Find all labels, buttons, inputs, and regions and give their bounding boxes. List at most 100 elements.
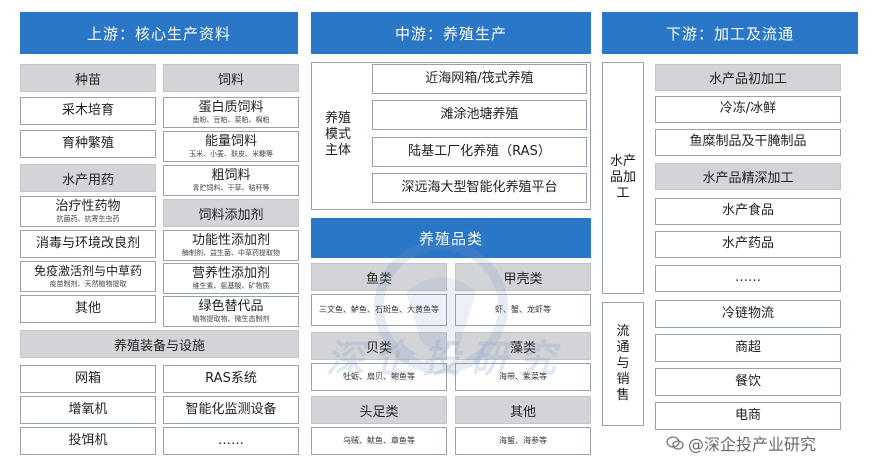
additive-item: 营养性添加剂 维生素、氨基酸、矿物质 <box>163 263 299 294</box>
additive-item-sub: 维生素、氨基酸、矿物质 <box>192 282 270 291</box>
species-desc-text: 海蜇、海参等 <box>499 436 547 446</box>
circulation-label-text: 流通与销售 <box>616 324 630 403</box>
processing-item: 鱼糜制品及干腌制品 <box>655 129 841 156</box>
seed-item: 育种繁殖 <box>20 130 156 158</box>
processing-item-label: 鱼糜制品及干腌制品 <box>689 134 807 150</box>
drug-item: 治疗性药物 抗菌药、抗寄生虫药 <box>20 196 156 227</box>
mode-label: 养殖模式主体 <box>316 100 360 170</box>
feed-item-sub: 鱼粉、豆粕、菜粕、棉粕 <box>192 116 270 125</box>
processing-item: 水产食品 <box>655 198 841 225</box>
feed-item: 能量饲料 玉米、小麦、麸皮、米糠等 <box>163 131 299 162</box>
species-desc: 虾、蟹、龙虾等 <box>455 294 591 326</box>
seed-item: 采木培育 <box>20 97 156 125</box>
additive-item-sub: 植物提取物、微生态制剂 <box>192 315 270 324</box>
equipment-item-label: 网箱 <box>74 370 101 386</box>
species-desc: 海带、紫菜等 <box>455 363 591 391</box>
processing-item-label: 水产药品 <box>721 236 774 252</box>
processing-item: 水产品初加工 <box>655 64 841 91</box>
circulation-item: 电商 <box>655 402 841 430</box>
species-header: 养殖品类 <box>311 218 591 258</box>
species-desc: 三文鱼、鲈鱼、石斑鱼、大黄鱼等 <box>311 294 447 326</box>
additive-item-sub: 酶制剂、益生菌、中草药提取物 <box>182 249 280 258</box>
equipment-item-label: …… <box>218 432 244 448</box>
downstream-header: 下游：加工及流通 <box>602 12 858 54</box>
processing-item-label: 冷冻/冰鲜 <box>719 101 777 117</box>
processing-item-label: 水产食品 <box>721 203 774 219</box>
circulation-item: 餐饮 <box>655 368 841 396</box>
mode-item-label: 深远海大型智能化养殖平台 <box>401 179 558 195</box>
equipment-item: 增氧机 <box>20 396 156 424</box>
species-desc-text: 牡蛎、扇贝、鲍鱼等 <box>343 372 415 382</box>
species-desc: 牡蛎、扇贝、鲍鱼等 <box>311 363 447 391</box>
circulation-item-label: 电商 <box>734 407 761 423</box>
mode-item-label: 近海网箱/筏式养殖 <box>425 70 534 86</box>
mode-item: 陆基工厂化养殖（RAS） <box>372 137 587 167</box>
mode-item: 近海网箱/筏式养殖 <box>372 64 587 94</box>
equipment-item-label: RAS系统 <box>205 370 257 386</box>
additive-item: 功能性添加剂 酶制剂、益生菌、中草药提取物 <box>163 230 299 261</box>
drug-item: 免疫激活剂与中草药 疫苗制剂、天然植物提取 <box>20 261 156 292</box>
seed-title: 种苗 <box>20 64 156 92</box>
processing-item: 冷冻/冰鲜 <box>655 96 841 123</box>
circulation-item-label: 餐饮 <box>734 373 761 389</box>
species-desc-text: 虾、蟹、龙虾等 <box>495 305 551 315</box>
circulation-item-label: 商超 <box>734 339 761 355</box>
mode-item-label: 陆基工厂化养殖（RAS） <box>408 143 551 159</box>
species-desc-text: 三文鱼、鲈鱼、石斑鱼、大黄鱼等 <box>319 305 439 315</box>
seed-item-label: 采木培育 <box>61 102 114 118</box>
drug-item: 消毒与环境改良剂 <box>20 230 156 258</box>
circulation-item: 商超 <box>655 334 841 362</box>
processing-item-label: …… <box>735 270 761 286</box>
drug-item-label: 其他 <box>74 300 101 316</box>
feed-item-label: 粗饲料 <box>211 167 251 183</box>
feed-item: 粗饲料 青贮饲料、干草、秸秆等 <box>163 165 299 196</box>
mode-item: 深远海大型智能化养殖平台 <box>372 173 587 203</box>
drug-item-label: 免疫激活剂与中草药 <box>33 264 142 279</box>
circulation-item: 冷链物流 <box>655 300 841 328</box>
mode-label-text: 养殖模式主体 <box>324 111 351 158</box>
mode-item: 滩涂池塘养殖 <box>372 100 587 130</box>
equipment-item: RAS系统 <box>163 365 299 393</box>
midstream-header: 中游：养殖生产 <box>311 12 591 54</box>
species-title: 头足类 <box>311 396 447 424</box>
processing-item: 水产药品 <box>655 231 841 258</box>
processing-label: 水产品加工 <box>602 62 644 294</box>
equipment-item: 网箱 <box>20 365 156 393</box>
drug-item-sub: 疫苗制剂、天然植物提取 <box>49 279 127 288</box>
equipment-title: 养殖装备与设施 <box>20 330 299 358</box>
additive-item: 绿色替代品 植物提取物、微生态制剂 <box>163 296 299 327</box>
additive-item-label: 绿色替代品 <box>198 298 264 314</box>
additive-item-label: 功能性添加剂 <box>191 232 270 248</box>
seed-item-label: 育种繁殖 <box>61 135 114 151</box>
credit-text: @深企投产业研究 <box>688 435 817 454</box>
credit: @深企投产业研究 <box>666 431 816 455</box>
equipment-item-label: 智能化监测设备 <box>185 401 277 417</box>
species-desc-text: 海带、紫菜等 <box>499 372 547 382</box>
feed-item-sub: 青贮饲料、干草、秸秆等 <box>192 184 270 193</box>
species-title: 其他 <box>455 396 591 424</box>
processing-item: …… <box>655 265 841 292</box>
drugs-title: 水产用药 <box>20 164 156 192</box>
feed-title: 饲料 <box>163 64 299 92</box>
processing-label-text: 水产品加工 <box>609 154 636 201</box>
drug-item-sub: 抗菌药、抗寄生虫药 <box>56 215 120 224</box>
equipment-item-label: 投饵机 <box>68 432 108 448</box>
mode-item-label: 滩涂池塘养殖 <box>440 106 519 122</box>
drug-item: 其他 <box>20 295 156 323</box>
species-title: 藻类 <box>455 332 591 360</box>
additive-item-label: 营养性添加剂 <box>191 265 270 281</box>
drug-item-label: 治疗性药物 <box>55 198 121 214</box>
species-desc-text: 乌贼、鱿鱼、章鱼等 <box>343 436 415 446</box>
species-title: 甲壳类 <box>455 263 591 291</box>
feed-item-label: 能量饲料 <box>204 133 257 149</box>
wechat-icon <box>666 436 684 450</box>
upstream-header: 上游：核心生产资料 <box>20 12 298 54</box>
species-title: 鱼类 <box>311 263 447 291</box>
equipment-item: 投饵机 <box>20 427 156 455</box>
equipment-item: 智能化监测设备 <box>163 396 299 424</box>
drug-item-label: 消毒与环境改良剂 <box>35 235 140 251</box>
feed-item-sub: 玉米、小麦、麸皮、米糠等 <box>189 150 273 159</box>
equipment-item-label: 增氧机 <box>68 401 108 417</box>
equipment-item: …… <box>163 427 299 455</box>
feed-item-label: 蛋白质饲料 <box>198 99 264 115</box>
